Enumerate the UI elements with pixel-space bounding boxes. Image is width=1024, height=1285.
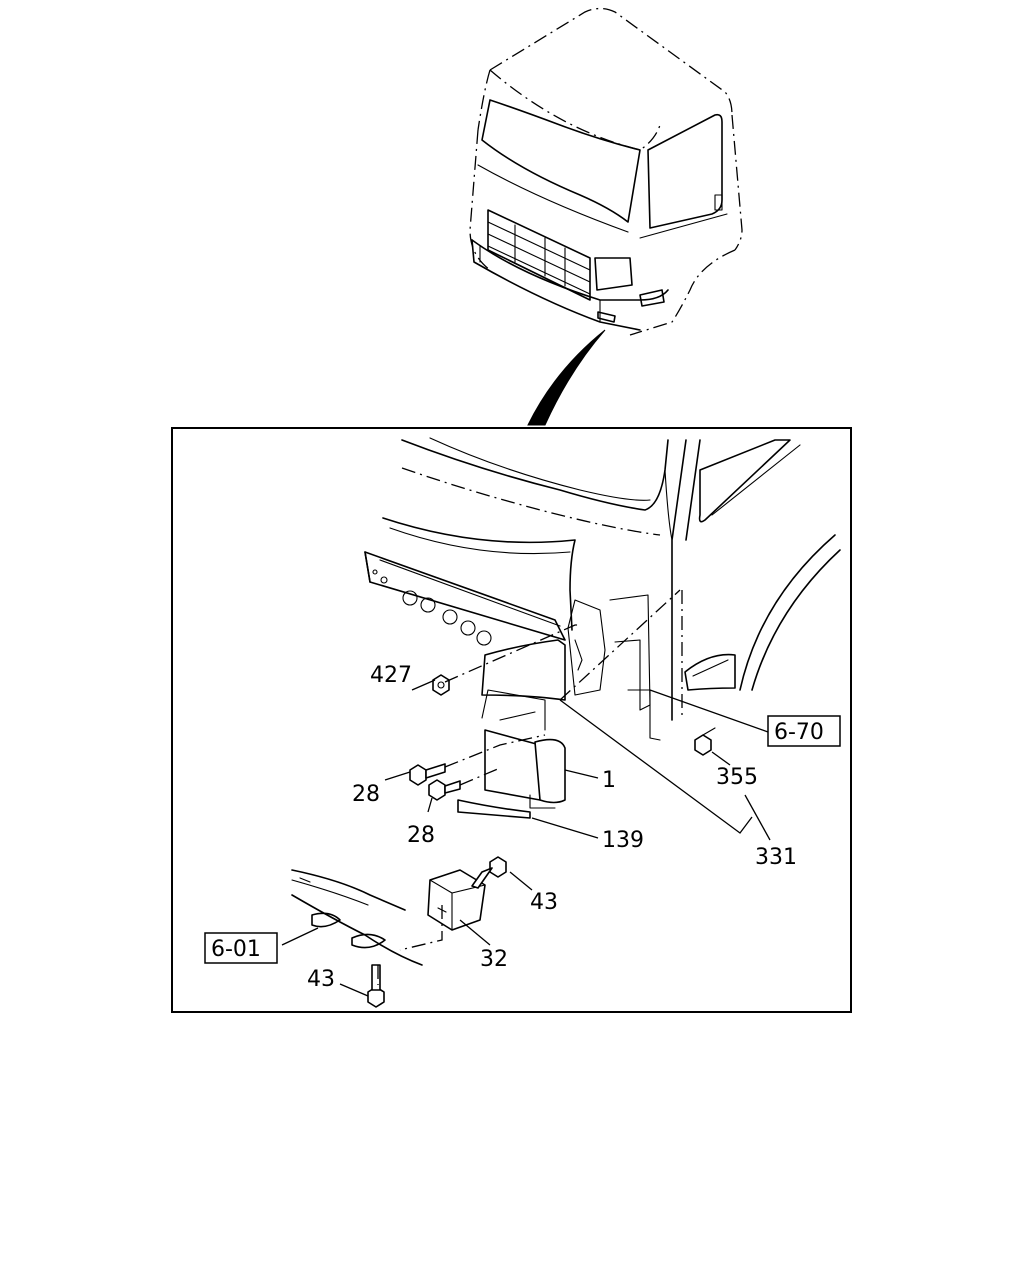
detail-body-panel: [382, 437, 841, 721]
callout-331: 331: [755, 845, 797, 870]
callout-28-upper: 28: [352, 782, 380, 807]
ref-box-6-01: [204, 932, 278, 964]
callout-139: 139: [602, 828, 644, 853]
callout-427: 427: [370, 663, 412, 688]
fog-lamp-1: [481, 689, 566, 809]
bumper-6-01: [291, 869, 423, 966]
nut-427: [432, 674, 450, 696]
bolt-355: [694, 727, 716, 756]
detail-pointer-arrow: [527, 329, 606, 426]
bolt-43-upper: [471, 856, 507, 889]
callout-32: 32: [480, 947, 508, 972]
reference-6-01: 6-01: [211, 937, 261, 962]
leader-lines: [281, 679, 771, 997]
pad-139: [457, 799, 531, 819]
callout-43-lower: 43: [307, 967, 335, 992]
callout-1: 1: [602, 768, 616, 793]
callout-43-upper: 43: [530, 890, 558, 915]
reference-6-70: 6-70: [774, 720, 824, 745]
bolt-28-upper: [409, 763, 446, 786]
bolt-28-lower: [428, 779, 461, 801]
callout-28-lower: 28: [407, 823, 435, 848]
truck-cab-overview: [469, 7, 743, 336]
ref-box-6-70: [767, 715, 841, 747]
front-crossmember: [364, 551, 566, 646]
detail-frame: [171, 427, 852, 1013]
callout-355: 355: [716, 765, 758, 790]
bolt-43-lower: [367, 964, 385, 1008]
bracket-331: [481, 594, 661, 741]
